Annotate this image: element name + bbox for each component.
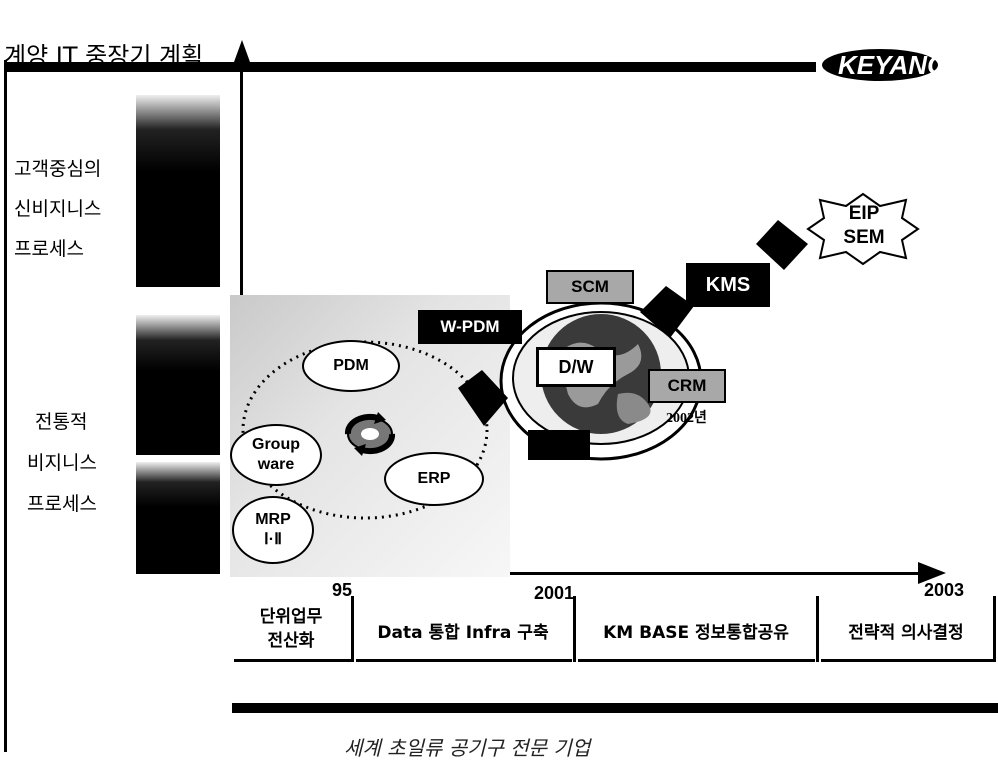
upper-label-line-2: 신비지니스 [14, 194, 101, 221]
phase-separator-1 [351, 596, 354, 662]
phase-separator-4 [993, 596, 996, 662]
phase-3-underline [578, 659, 815, 662]
year-2001: 2001 [534, 583, 574, 604]
mrp-node: MRP Ⅰ·Ⅱ [232, 496, 314, 564]
phase-4-underline [821, 659, 993, 662]
dark-unlabeled-box [528, 430, 590, 460]
connector-1-icon [452, 366, 514, 430]
year-2003: 2003 [924, 580, 964, 601]
phase-1-underline [234, 659, 351, 662]
left-frame-line [4, 60, 7, 752]
groupware-node: Group ware [230, 424, 322, 486]
phase-2-underline [356, 659, 572, 662]
phase-2-label: Data 통합 Infra 구축 [358, 618, 568, 643]
phase-4-label: 전략적 의사결정 [822, 618, 990, 643]
upper-process-pillar [136, 95, 220, 287]
lower-process-pillar-bottom [136, 462, 220, 574]
phase-separator-3 [816, 596, 819, 662]
groupware-line-1: Group [252, 435, 300, 455]
crm-year-label: 2002년 [666, 407, 707, 427]
mrp-line-2: Ⅰ·Ⅱ [264, 530, 282, 550]
upper-label-line-1: 고객중심의 [14, 154, 101, 181]
vertical-axis-arrowhead [232, 40, 252, 64]
lower-label-line-1: 전통적 [35, 407, 87, 434]
lower-label-line-3: 프로세스 [27, 489, 97, 516]
logo-text: KEYANG [838, 50, 947, 80]
upper-label-line-3: 프로세스 [14, 234, 84, 261]
wpdm-box: W-PDM [418, 310, 522, 344]
footer-bar [232, 703, 998, 713]
scm-box: SCM [546, 270, 634, 304]
footer-slogan: 세계 초일류 공기구 전문 기업 [344, 732, 590, 761]
dw-box: D/W [536, 347, 616, 387]
groupware-line-2: ware [258, 455, 294, 475]
kms-box: KMS [686, 263, 770, 307]
eip-label: EIP [836, 202, 892, 226]
sem-label: SEM [836, 226, 892, 250]
phase-1-label: 단위업무 전산화 [236, 605, 346, 653]
lower-label-line-2: 비지니스 [27, 448, 97, 475]
phase-1-line-2: 전산화 [236, 629, 346, 653]
phase-separator-2 [573, 596, 576, 662]
keyang-logo: KEYANG [818, 46, 990, 84]
cycle-arrows-icon [338, 408, 402, 460]
header-bar [4, 62, 816, 72]
year-95: 95 [332, 580, 352, 601]
crm-box: CRM [648, 369, 726, 403]
lower-process-pillar-top [136, 315, 220, 455]
eip-sem-label: EIP SEM [836, 202, 892, 250]
pdm-node: PDM [302, 340, 400, 392]
mrp-line-1: MRP [255, 510, 291, 530]
phase-1-line-1: 단위업무 [236, 605, 346, 629]
erp-node: ERP [384, 452, 484, 506]
phase-3-label: KM BASE 정보통합공유 [580, 618, 812, 643]
